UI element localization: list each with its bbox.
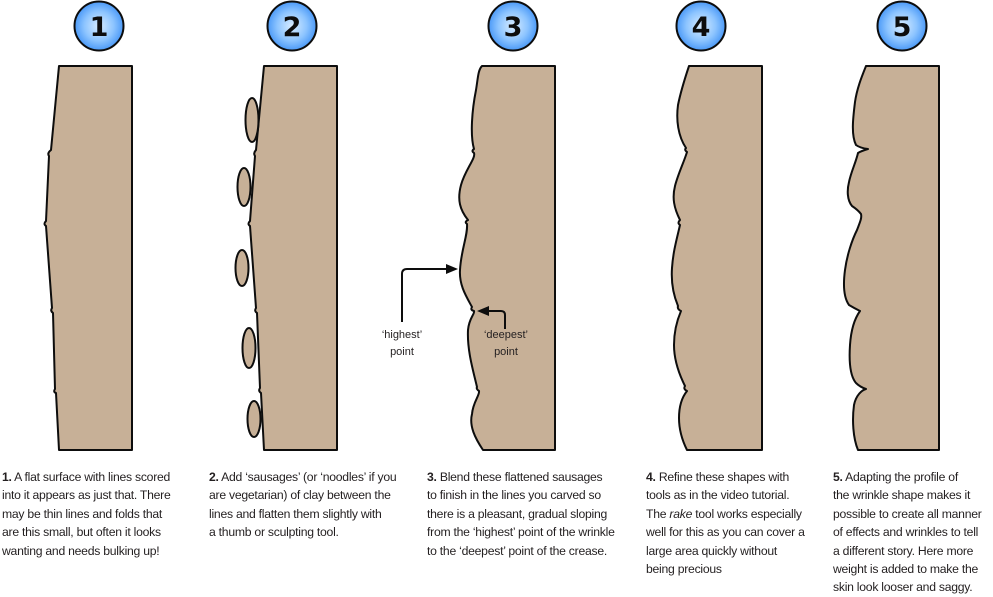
step-number: 1 — [90, 12, 109, 43]
arrowhead-right-icon — [446, 264, 458, 274]
clay-profile-1 — [43, 65, 133, 451]
caption-text: Adapting the profile of the wrinkle shap… — [833, 470, 982, 595]
caption-text: Add ‘sausages’ (or ‘noodles’ if you are … — [209, 470, 397, 540]
caption-text: A flat surface with lines scored into it… — [2, 470, 171, 558]
clay-sausage — [244, 97, 260, 143]
caption-number: 1. — [2, 470, 12, 484]
step-number: 3 — [504, 12, 523, 43]
badge-circle-icon — [266, 0, 318, 52]
clay-sausage — [246, 400, 262, 438]
deepest-label: ‘deepest’ — [484, 329, 528, 341]
badge-circle-icon — [73, 0, 125, 52]
clay-profile-2 — [234, 65, 338, 451]
clay-profile-5 — [843, 65, 940, 451]
highest-label: ‘highest’ — [382, 329, 422, 341]
caption-number: 2. — [209, 470, 219, 484]
step-badge-5: 5 — [876, 0, 928, 52]
highest-label-point: point — [390, 346, 414, 358]
arrowhead-left-icon — [477, 306, 489, 316]
caption-step-4: 4. Refine these shapes with tools as in … — [646, 468, 831, 578]
step-number: 5 — [893, 12, 912, 43]
caption-step-3: 3. Blend these flattened sausages to fin… — [427, 468, 642, 560]
step-number: 2 — [283, 12, 302, 43]
badge-circle-icon — [487, 0, 539, 52]
badge-circle-icon — [675, 0, 727, 52]
step-badge-3: 3 — [487, 0, 539, 52]
caption-italic-rake: rake — [669, 506, 693, 521]
deepest-label-point: point — [494, 346, 518, 358]
clay-sausage — [234, 249, 250, 287]
step-badge-2: 2 — [266, 0, 318, 52]
clay-profile-4 — [670, 65, 763, 451]
deepest-point-arrow — [487, 310, 506, 329]
caption-step-2: 2. Add ‘sausages’ (or ‘noodles’ if you a… — [209, 468, 414, 542]
clay-sausage — [236, 167, 252, 207]
caption-text: tool works especially well for this as y… — [646, 506, 805, 577]
clay-profile-3 — [458, 65, 556, 451]
caption-step-1: 1. A flat surface with lines scored into… — [2, 468, 202, 560]
step-badge-4: 4 — [675, 0, 727, 52]
caption-number: 3. — [427, 470, 437, 484]
step-badge-1: 1 — [73, 0, 125, 52]
caption-text: Refine these shapes with tools as in the… — [646, 470, 790, 521]
caption-number: 4. — [646, 470, 656, 484]
badge-circle-icon — [876, 0, 928, 52]
caption-text: Blend these flattened sausages to finish… — [427, 470, 615, 558]
clay-sausage — [241, 327, 257, 369]
step-number: 4 — [692, 12, 711, 43]
caption-number: 5. — [833, 470, 843, 484]
caption-step-5: 5. Adapting the profile of the wrinkle s… — [833, 468, 993, 597]
highest-point-arrow — [401, 268, 448, 322]
